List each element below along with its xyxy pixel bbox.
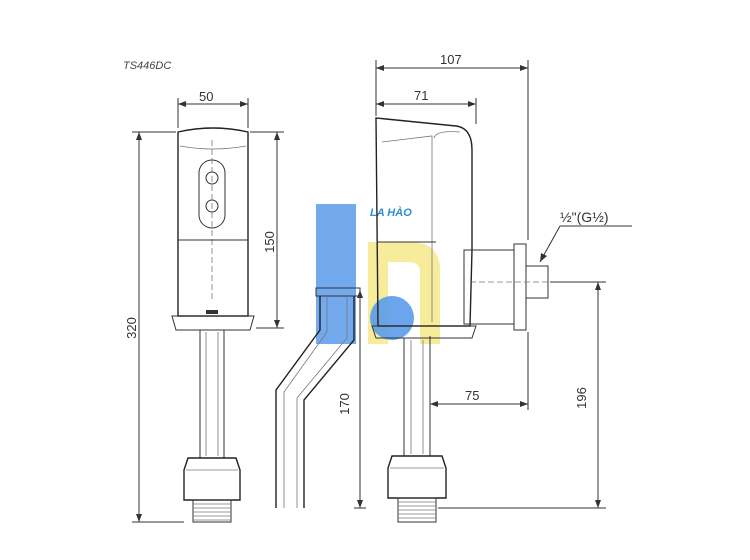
watermark-logo: LA HÀO — [316, 204, 440, 344]
front-base-plate — [171, 315, 255, 331]
dim-50-arrows — [178, 101, 248, 107]
front-pipe — [199, 329, 225, 459]
thread-spec-label: ½"(G½) — [560, 209, 609, 225]
side-base-plate — [371, 325, 477, 339]
side-body-inner — [381, 135, 433, 322]
front-view: 50 150 320 — [124, 89, 284, 523]
offset-pipe-outer-right — [303, 296, 355, 508]
offset-pipe-inner-right — [296, 296, 348, 508]
side-nut — [387, 455, 447, 499]
dim-196-label: 196 — [574, 387, 589, 409]
model-label: TS446DC — [123, 60, 171, 72]
side-thread-lines — [398, 501, 436, 519]
side-pipe — [403, 337, 431, 457]
offset-pipe-outer-left — [275, 296, 321, 508]
dim-75-label: 75 — [465, 388, 479, 403]
front-logo-mark — [206, 310, 218, 314]
dim-320-label: 320 — [124, 317, 139, 339]
dim-170-label: 170 — [337, 393, 352, 415]
side-view: 107 71 75 196 ½"(G½) — [371, 52, 632, 523]
front-nut — [183, 457, 241, 501]
dim-71-label: 71 — [414, 88, 428, 103]
front-body-top-curve — [179, 145, 247, 150]
front-thread — [192, 499, 232, 523]
front-body-outline — [177, 127, 249, 317]
front-thread-lines — [193, 503, 231, 521]
side-valve-flange — [513, 243, 527, 331]
watermark-bar-blue — [316, 204, 356, 344]
offset-pipe-view: 170 — [275, 287, 366, 509]
side-body-curve — [433, 131, 461, 139]
watermark-circle — [370, 296, 414, 340]
dim-107-label: 107 — [440, 52, 462, 67]
offset-pipe-inner-left — [283, 296, 328, 508]
dim-150-label: 150 — [262, 231, 277, 253]
side-body-outline — [375, 117, 473, 327]
dim-50-label: 50 — [199, 89, 213, 104]
watermark-text: LA HÀO — [370, 206, 412, 219]
thread-leader-arrow — [540, 253, 547, 262]
